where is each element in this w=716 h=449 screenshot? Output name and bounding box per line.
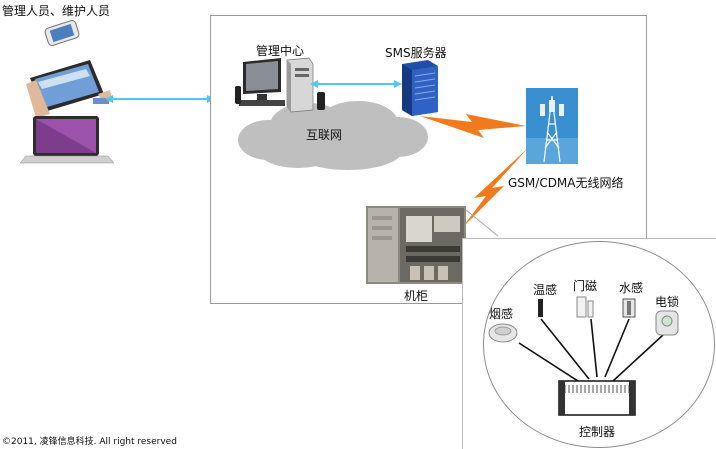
controller-icon bbox=[558, 380, 636, 416]
lightning-sms-icon bbox=[420, 114, 526, 138]
brand-logo bbox=[93, 98, 109, 104]
sensor-water-label: 水感 bbox=[619, 281, 644, 295]
user-devices bbox=[19, 20, 115, 164]
users-label: 管理人员、维护人员 bbox=[2, 4, 111, 18]
electric-lock-icon bbox=[655, 310, 679, 336]
device-connector bbox=[105, 95, 215, 103]
water-sensor-icon bbox=[622, 298, 636, 318]
laptop-icon bbox=[19, 116, 115, 164]
copyright-text: ©2011, 凌锋信息科技. All right reserved bbox=[2, 437, 177, 447]
smoke-detector-icon bbox=[488, 323, 518, 343]
sensor-smoke-label: 烟感 bbox=[489, 307, 514, 321]
computer-icon bbox=[235, 57, 325, 113]
sensor-temperature-label: 温感 bbox=[533, 283, 558, 297]
cell-tower-icon bbox=[526, 88, 578, 164]
sms-label: SMS服务器 bbox=[385, 46, 447, 60]
wireless-label: GSM/CDMA无线网络 bbox=[508, 176, 624, 190]
sensor-door-label: 门磁 bbox=[573, 279, 598, 293]
controller-label: 控制器 bbox=[579, 425, 616, 439]
door-sensor-icon bbox=[576, 296, 594, 318]
cabinet-label: 机柜 bbox=[404, 289, 429, 303]
internet-cloud bbox=[238, 101, 428, 170]
sensor-detail-panel: 烟感 温感 门磁 水感 电锁 控制器 bbox=[462, 238, 716, 449]
sensor-lock-label: 电锁 bbox=[655, 295, 680, 309]
temperature-sensor-icon bbox=[538, 299, 543, 317]
center-sms-connector bbox=[310, 80, 402, 88]
internet-label: 互联网 bbox=[306, 128, 343, 142]
tablet-icon bbox=[26, 60, 112, 118]
phone-icon bbox=[44, 20, 80, 46]
server-rack-icon bbox=[402, 60, 438, 116]
cabinet-icon bbox=[366, 206, 466, 284]
lightning-cabinet-icon bbox=[462, 148, 528, 228]
sensor-wiring bbox=[488, 296, 679, 416]
center-label: 管理中心 bbox=[256, 44, 305, 58]
